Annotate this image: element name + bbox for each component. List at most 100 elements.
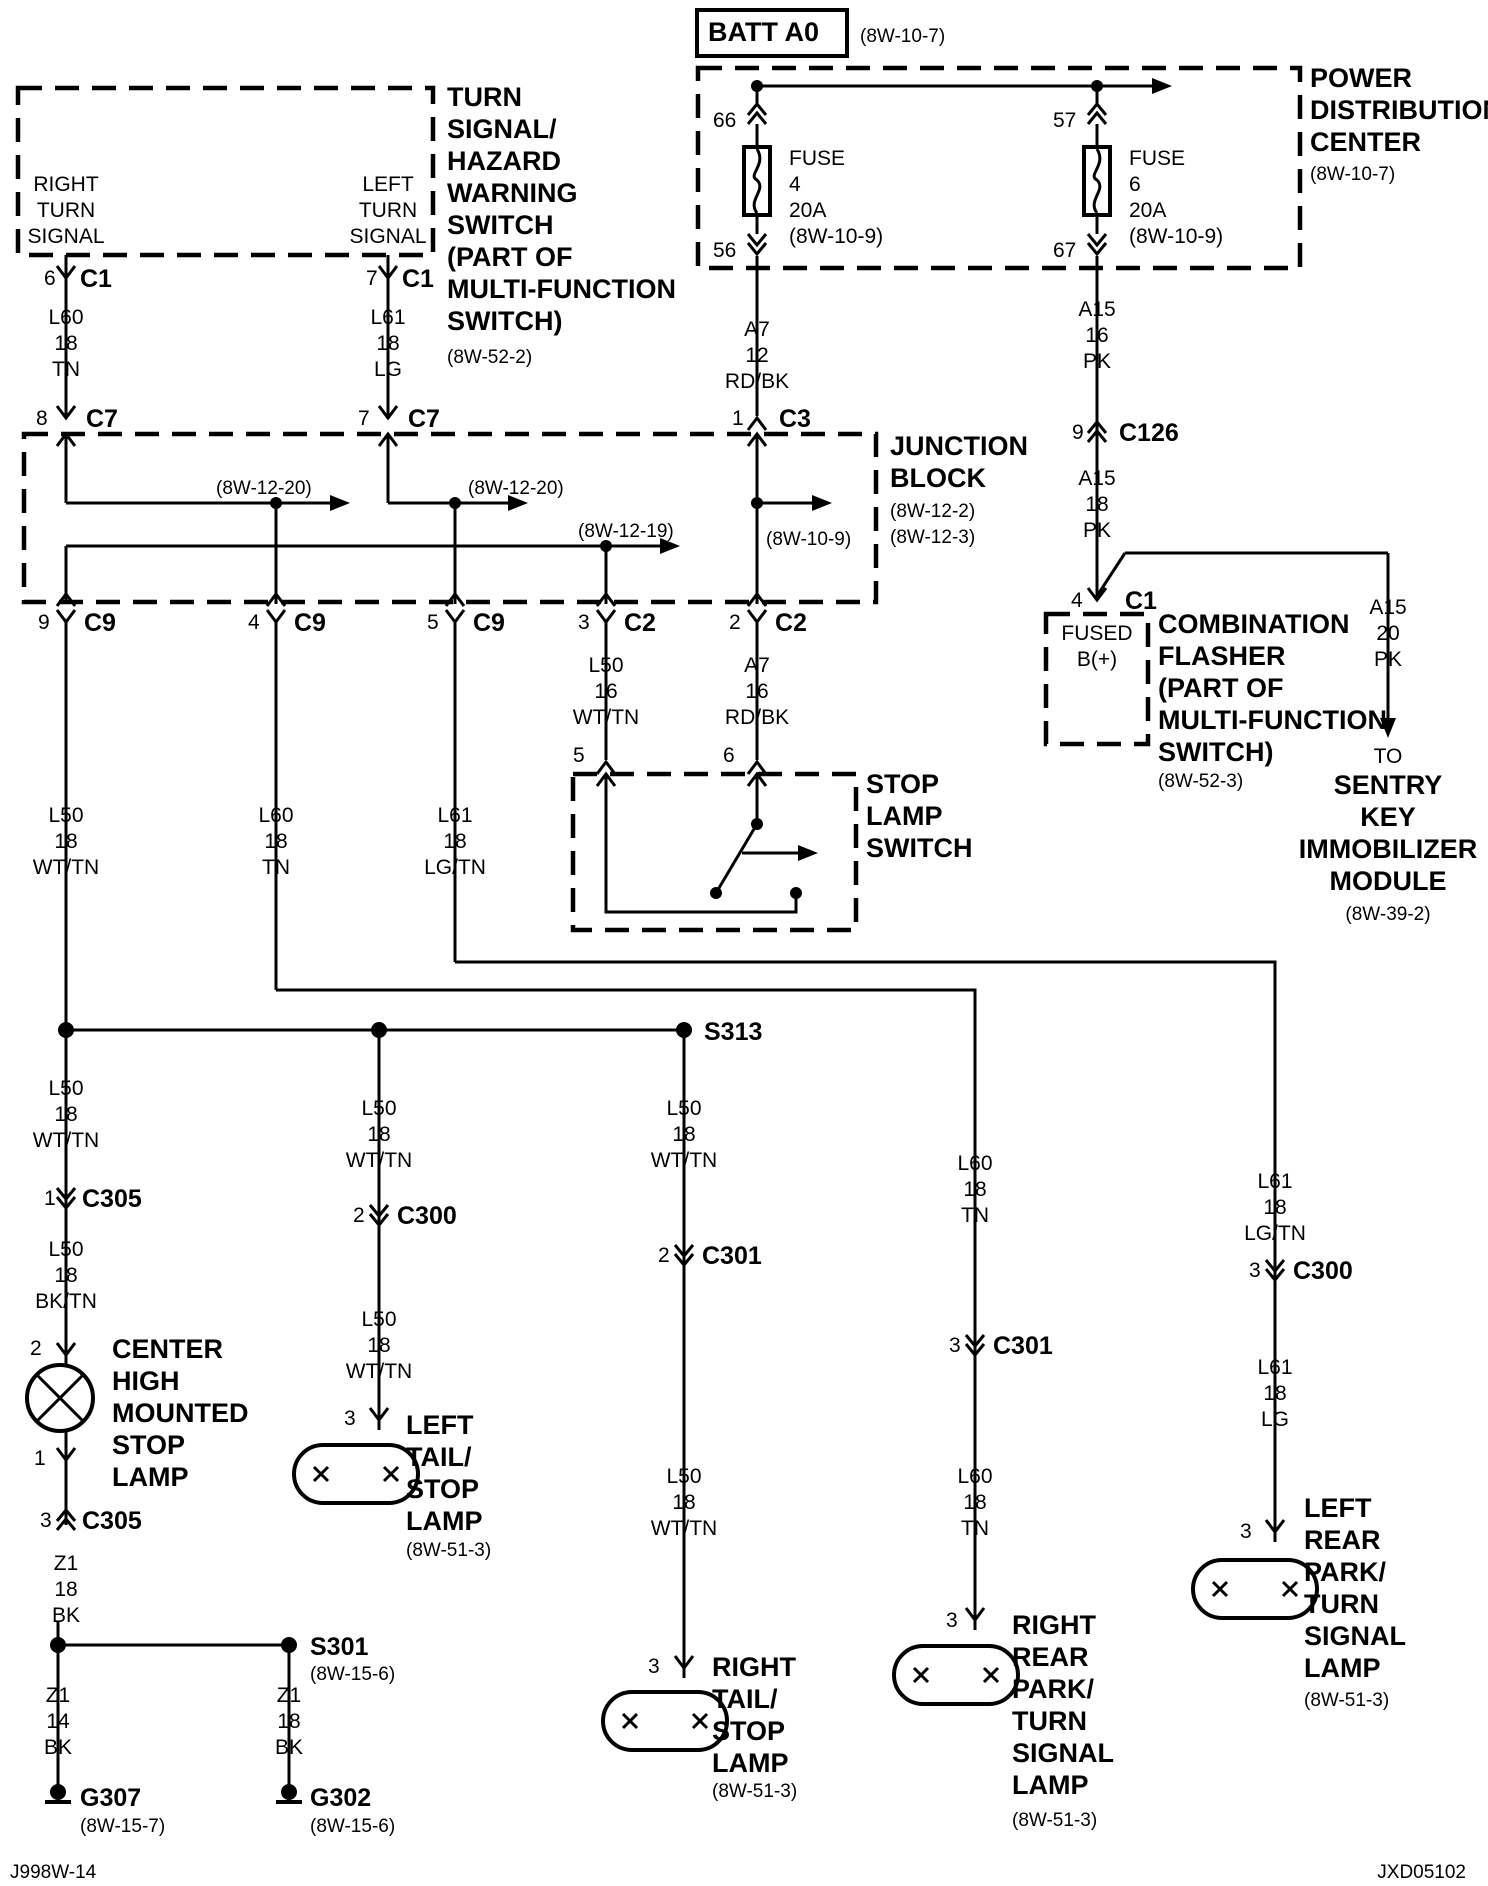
stop-switch-circuit (604, 774, 798, 914)
splice-s313 (676, 1022, 692, 1038)
connector-symbol (964, 1334, 986, 1358)
wire-label-l61-c9: 18 (443, 830, 466, 853)
connector-symbol (444, 609, 466, 625)
connector-c7-a: C7 (86, 405, 118, 433)
connector-c300-b: C300 (1293, 1257, 1353, 1285)
turn-signal-switch-title: MULTI-FUNCTION (447, 274, 676, 304)
left-rear-park-turn-lamp-title: PARK/ (1304, 1557, 1387, 1587)
chmsl-bulb-x (35, 1373, 85, 1423)
right-tail-stop-lamp-title: LAMP (712, 1748, 789, 1778)
right-rear-park-turn-lamp-title: RIGHT (1012, 1610, 1097, 1640)
connector-symbol (746, 591, 768, 607)
turn-signal-switch-title: WARNING (447, 178, 578, 208)
wire-label-z1-b: 14 (46, 1710, 70, 1733)
bus-dot (751, 80, 763, 92)
connector-symbol (368, 1407, 390, 1423)
connector-symbol (746, 771, 768, 787)
wire-label-z1-a: Z1 (54, 1552, 79, 1575)
connector-c301-b: C301 (993, 1332, 1053, 1360)
flasher-fused-label: B(+) (1077, 648, 1117, 671)
connector-symbol (1086, 101, 1108, 125)
connector-symbol (964, 1607, 986, 1623)
wire-label-l50-rt: 18 (672, 1123, 695, 1146)
batt-box (695, 8, 849, 58)
right-rear-pin: 3 (946, 1609, 958, 1632)
wire-label-l50-rt: L50 (666, 1097, 701, 1120)
left-rear-park-turn-lamp-ref: (8W-51-3) (1304, 1690, 1389, 1711)
wire-label-l60-a: 18 (54, 332, 77, 355)
jb-ref-b: (8W-12-20) (468, 478, 564, 499)
wire-label-l60-rr2: TN (961, 1517, 989, 1540)
stop-lamp-switch-title: SWITCH (866, 833, 972, 863)
connector-symbol (368, 1204, 390, 1228)
pdc-ref: (8W-10-7) (1310, 164, 1395, 185)
stop-lamp-switch-boundary (570, 771, 859, 933)
wire-label-l50-c9: L50 (48, 804, 83, 827)
combination-flasher-title: SWITCH) (1158, 737, 1273, 767)
wire-label-z1-a: 18 (54, 1578, 77, 1601)
wire-label-l50-chm2: 18 (54, 1264, 77, 1287)
connector-symbol (746, 431, 768, 447)
connector-pin-c1-flash: 4 (1071, 589, 1083, 612)
connector-symbol (55, 591, 77, 607)
wire-label-a15-b: A15 (1078, 467, 1115, 490)
bus-dot (1091, 80, 1103, 92)
flasher-fused-label: FUSED (1061, 622, 1132, 645)
left-tail-stop-lamp-title: STOP (406, 1474, 479, 1504)
wire-label-l60-rr2: L60 (957, 1465, 992, 1488)
fuse4-label: FUSE (789, 147, 845, 170)
components-layer (15, 8, 1396, 1804)
wire-label-l50-lt2: WT/TN (346, 1360, 412, 1383)
connector-pin-c9-c: 5 (427, 611, 439, 634)
sentry-module-title: MODULE (1330, 866, 1447, 896)
junction-dot (600, 540, 612, 552)
wire-segment (1095, 552, 1127, 597)
chmsl-title: HIGH (112, 1366, 180, 1396)
wire-label-l50-chm: WT/TN (33, 1129, 99, 1152)
connector-symbol (55, 1187, 77, 1211)
connector-c9-a: C9 (84, 609, 116, 637)
left-rear-park-turn-lamp-title: SIGNAL (1304, 1621, 1406, 1651)
junction-dot (58, 1022, 74, 1038)
sentry-module-title: SENTRY (1334, 770, 1443, 800)
right-rear-park-turn-lamp-title: LAMP (1012, 1770, 1089, 1800)
footer-right: JXD05102 (1377, 1862, 1466, 1883)
left-tail-stop-lamp-title: LEFT (406, 1410, 474, 1440)
fuse4-body (742, 145, 772, 217)
left-rear-park-turn-lamp-title: LEFT (1304, 1493, 1372, 1523)
wire-label-l61-a: LG (374, 358, 402, 381)
connector-c9-c: C9 (473, 609, 505, 637)
turn-signal-switch-title: SWITCH) (447, 306, 562, 336)
l60-route (276, 988, 977, 1232)
wire-label-l50-lt2: 18 (367, 1334, 390, 1357)
l61-route (455, 960, 1277, 1256)
wire-label-l50-lt: WT/TN (346, 1149, 412, 1172)
arrow-right-icon (812, 495, 832, 511)
sentry-to: TO (1374, 745, 1403, 768)
wire-label-l50-lt: 18 (367, 1123, 390, 1146)
left-rear-park-turn-lamp-title: TURN (1304, 1589, 1379, 1619)
connector-symbol (444, 591, 466, 607)
junction-dot (270, 497, 282, 509)
wire-label-a15-a: 16 (1085, 324, 1108, 347)
fuse6-label: 20A (1129, 199, 1166, 222)
right-turn-signal-label: SIGNAL (27, 225, 104, 248)
connector-c7-b: C7 (408, 405, 440, 433)
junction-dot (50, 1637, 66, 1653)
wire-label-l50-chm2: L50 (48, 1238, 83, 1261)
turn-signal-switch-title: SIGNAL/ (447, 114, 557, 144)
wire-label-a7-c2: RD/BK (725, 706, 789, 729)
stop-lamp-switch-title: LAMP (866, 801, 943, 831)
wire-label-l60-a: L60 (48, 306, 83, 329)
connector-symbol (595, 609, 617, 625)
combination-flasher-title: FLASHER (1158, 641, 1286, 671)
left-tail-stop-lamp-ref: (8W-51-3) (406, 1540, 491, 1561)
sentry-ref: (8W-39-2) (1345, 904, 1430, 925)
wire-label-l61-c9: L61 (437, 804, 472, 827)
connector-pin-c9-a: 9 (38, 611, 50, 634)
chmsl-title: STOP (112, 1430, 185, 1460)
left-tail-stop-lamp-title: TAIL/ (406, 1442, 472, 1472)
connector-symbol (1264, 1519, 1286, 1535)
connector-pin-c1-l: 7 (366, 267, 378, 290)
splice-s301 (281, 1637, 297, 1653)
